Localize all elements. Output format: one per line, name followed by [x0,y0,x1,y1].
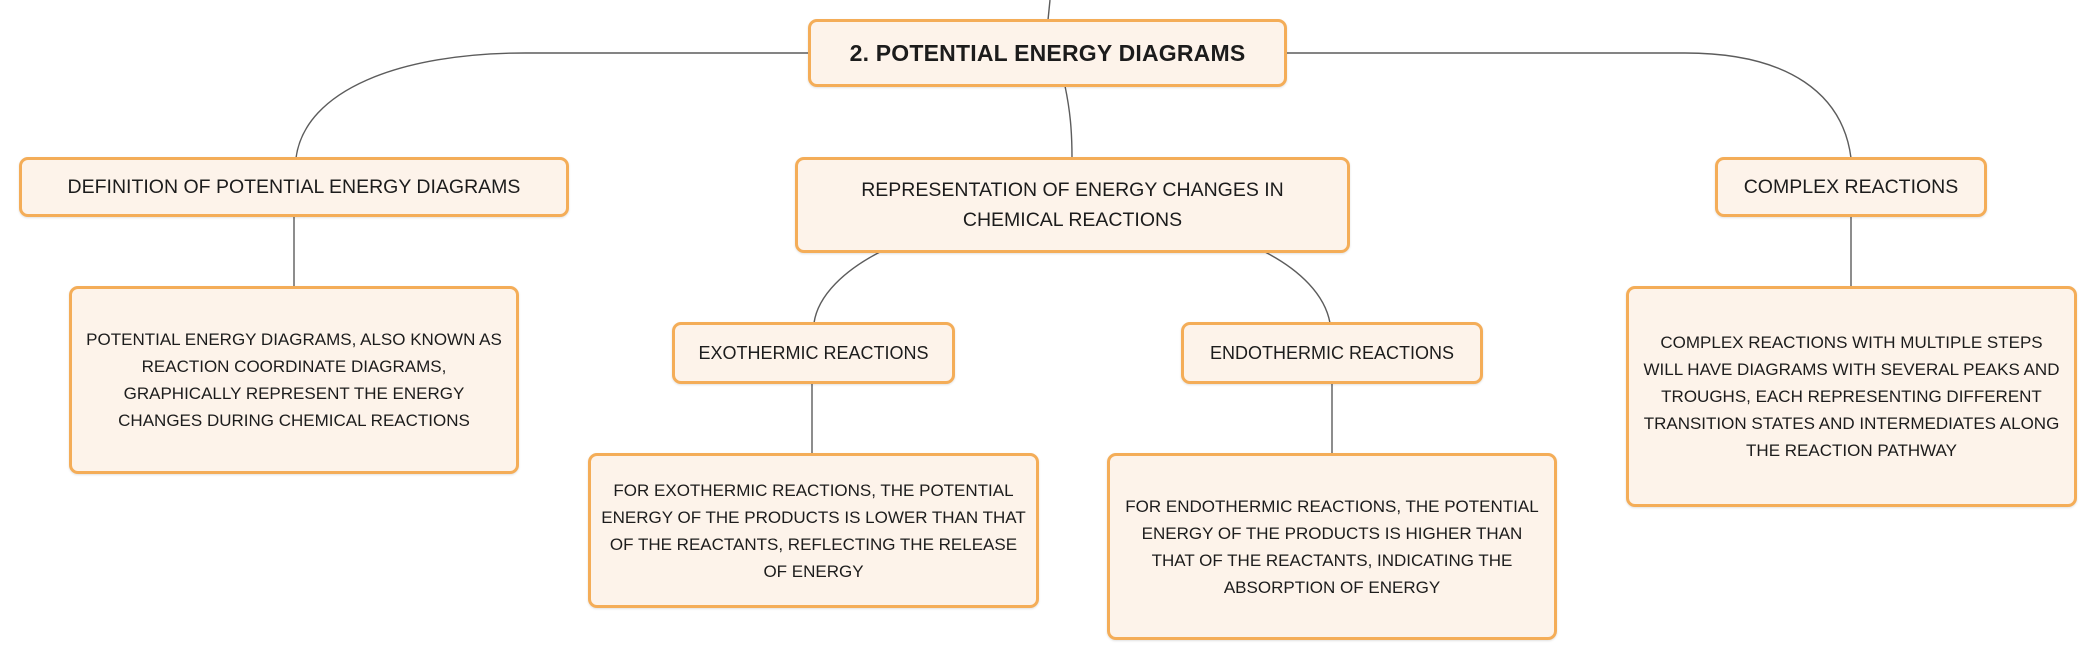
connector-root-complex [1287,52,1852,159]
complex-title: COMPLEX REACTIONS [1743,176,1959,198]
representation-node[interactable]: REPRESENTATION OF ENERGY CHANGES IN CHEM… [795,157,1350,253]
complex-detail-node[interactable]: COMPLEX REACTIONS WITH MULTIPLE STEPS WI… [1626,286,2077,507]
exothermic-title: EXOTHERMIC REACTIONS [698,342,929,363]
root-node[interactable]: 2. POTENTIAL ENERGY DIAGRAMS [808,19,1287,87]
complex-node[interactable]: COMPLEX REACTIONS [1715,157,1987,217]
connector-representation-exothermic [813,251,881,324]
definition-detail-node[interactable]: POTENTIAL ENERGY DIAGRAMS, ALSO KNOWN AS… [69,286,519,474]
representation-title: REPRESENTATION OF ENERGY CHANGES IN CHEM… [861,179,1284,231]
exothermic-detail-node[interactable]: FOR EXOTHERMIC REACTIONS, THE POTENTIAL … [588,453,1039,608]
connector-root-representation [1064,85,1073,159]
definition-title: DEFINITION OF POTENTIAL ENERGY DIAGRAMS [67,176,521,198]
endothermic-detail-node[interactable]: FOR ENDOTHERMIC REACTIONS, THE POTENTIAL… [1107,453,1557,640]
exothermic-node[interactable]: EXOTHERMIC REACTIONS [672,322,955,384]
definition-node[interactable]: DEFINITION OF POTENTIAL ENERGY DIAGRAMS [19,157,569,217]
exothermic-detail-text: FOR EXOTHERMIC REACTIONS, THE POTENTIAL … [601,480,1026,581]
connector-representation-endothermic [1264,251,1331,324]
definition-detail-text: POTENTIAL ENERGY DIAGRAMS, ALSO KNOWN AS… [86,330,502,430]
endothermic-node[interactable]: ENDOTHERMIC REACTIONS [1181,322,1483,384]
connector-root-parent [1047,0,1051,21]
root-title: 2. POTENTIAL ENERGY DIAGRAMS [849,39,1246,66]
endothermic-detail-text: FOR ENDOTHERMIC REACTIONS, THE POTENTIAL… [1125,496,1539,597]
endothermic-title: ENDOTHERMIC REACTIONS [1209,342,1454,363]
complex-detail-text: COMPLEX REACTIONS WITH MULTIPLE STEPS WI… [1643,333,2060,460]
connector-root-definition [295,52,808,159]
